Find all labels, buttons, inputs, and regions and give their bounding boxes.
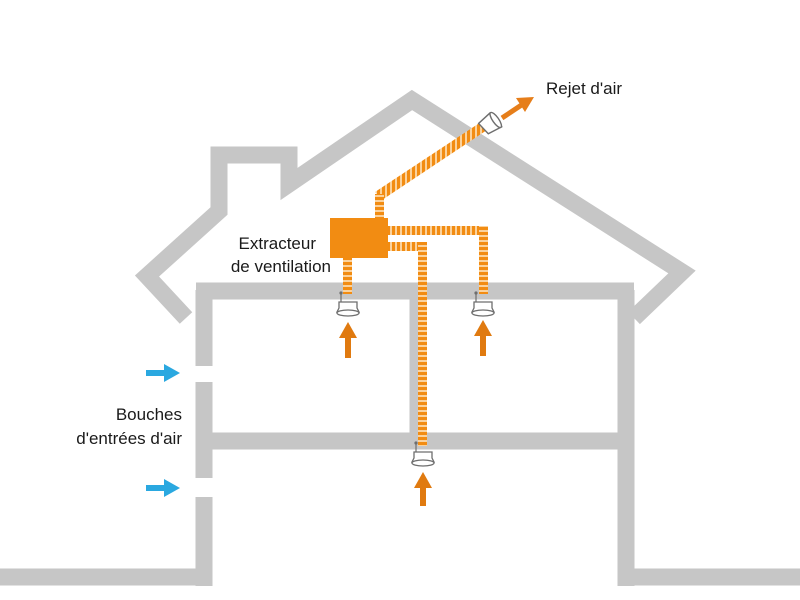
extract-vent-icon bbox=[470, 291, 496, 317]
duct-exhaust-vertical bbox=[375, 194, 384, 218]
arrow-up-icon bbox=[414, 472, 432, 506]
ducts bbox=[343, 120, 490, 446]
inlets-label-line1: Bouches bbox=[115, 405, 182, 424]
arrow-right-icon bbox=[146, 364, 180, 382]
arrow-up-icon bbox=[474, 320, 492, 356]
arrow-up-icon bbox=[339, 322, 357, 358]
extractor-label-line1: Extracteur bbox=[238, 234, 316, 253]
duct-right-horizontal bbox=[388, 226, 488, 235]
exhaust-arrow-icon bbox=[500, 97, 534, 121]
extractor-label-line2: de ventilation bbox=[230, 257, 331, 276]
exhaust-label: Rejet d'air bbox=[546, 79, 623, 98]
extract-vent-icon bbox=[410, 441, 436, 467]
roof-exhaust-cap-icon bbox=[477, 111, 503, 135]
duct-exhaust-diagonal bbox=[375, 120, 490, 200]
duct-right-vertical bbox=[479, 226, 488, 294]
inlets-label-line2: d'entrées d'air bbox=[76, 429, 182, 448]
extract-vent-icon bbox=[335, 291, 361, 317]
interior-walls bbox=[195, 282, 635, 586]
house-walls bbox=[0, 89, 800, 586]
arrow-right-icon bbox=[146, 479, 180, 497]
duct-left-vent bbox=[343, 258, 352, 294]
ventilation-extractor-unit bbox=[330, 218, 388, 258]
duct-lower-vertical bbox=[418, 242, 427, 446]
duct-lower-horizontal bbox=[388, 242, 426, 251]
roof-outline bbox=[134, 89, 696, 325]
